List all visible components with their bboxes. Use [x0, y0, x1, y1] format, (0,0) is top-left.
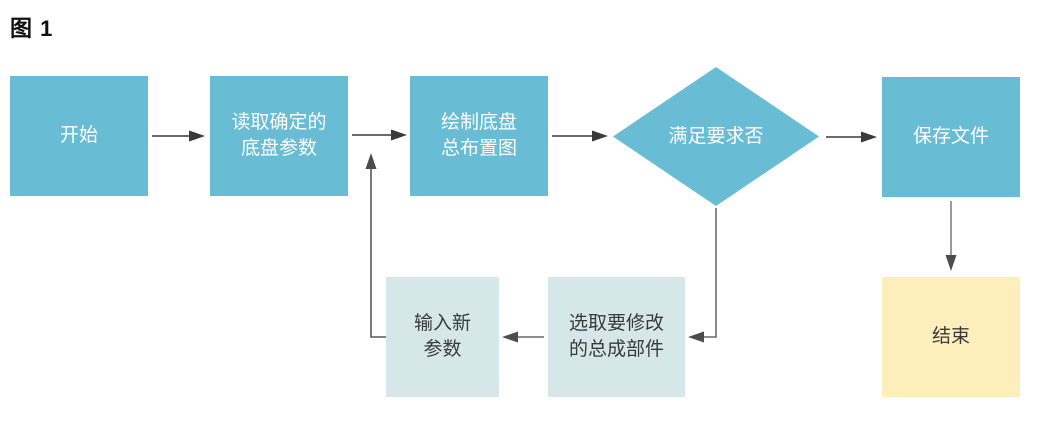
- node-select-parts-to-modify: 选取要修改 的总成部件: [548, 277, 685, 397]
- node-save-file: 保存文件: [882, 77, 1020, 197]
- arrow-check-to-select: [688, 208, 717, 343]
- arrow-input-to-draw-feedback: [365, 153, 386, 338]
- node-decision-meets-requirements: 满足要求否: [613, 67, 819, 206]
- figure-title: 图 1: [10, 16, 54, 41]
- node-read-chassis-params: 读取确定的 底盘参数: [210, 76, 348, 196]
- node-end: 结束: [882, 277, 1020, 397]
- node-start: 开始: [10, 76, 148, 196]
- node-draw-chassis-layout: 绘制底盘 总布置图: [410, 76, 548, 196]
- node-input-new-params: 输入新 参数: [386, 277, 499, 397]
